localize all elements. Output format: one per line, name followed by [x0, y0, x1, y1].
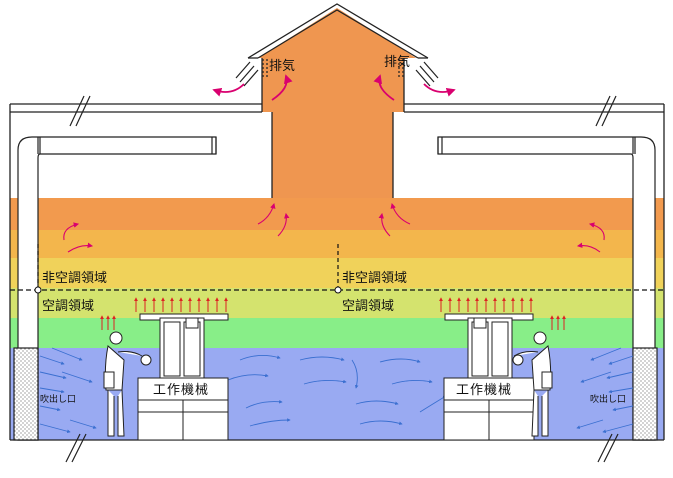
building-outline — [9, 3, 665, 441]
machine-label-right: 工作機械 — [456, 383, 512, 398]
worker-icon — [103, 331, 152, 437]
band-warm — [10, 230, 664, 258]
wall-break-icon — [65, 95, 619, 463]
worker-icon — [512, 331, 553, 437]
labels: 排気 排気 非空調領域 空調領域 非空調領域 空調領域 工作機械 工作機械 吹出… — [40, 54, 626, 405]
supply-duct-right — [437, 136, 658, 441]
band-hot — [10, 198, 664, 230]
outlet-label-left: 吹出し口 — [40, 393, 76, 405]
machine-label-left: 工作機械 — [153, 383, 209, 398]
exhaust-label-left: 排気 — [269, 58, 295, 74]
machine-right — [443, 313, 535, 441]
exhaust-label-right: 排気 — [384, 54, 410, 70]
machine-left — [137, 313, 229, 441]
supply-duct-left — [13, 136, 217, 441]
cool-air-arrow-icon — [39, 347, 634, 433]
band-mild — [10, 258, 664, 288]
outlet-label-right: 吹出し口 — [590, 393, 626, 405]
warm-air-arrow-icon — [212, 74, 456, 101]
roof-louvres — [235, 59, 439, 87]
non-conditioned-zone-label-left: 非空調領域 — [42, 270, 107, 286]
zone-boundary — [10, 244, 664, 294]
warm-air-arrow-icon — [63, 202, 605, 253]
conditioned-zone-label-left: 空調領域 — [42, 298, 94, 314]
exhaust-duct — [258, 8, 416, 198]
conditioned-zone-label-center: 空調領域 — [342, 298, 394, 314]
heat-rise-arrow-icon — [100, 297, 566, 330]
non-conditioned-zone-label-center: 非空調領域 — [342, 270, 407, 286]
